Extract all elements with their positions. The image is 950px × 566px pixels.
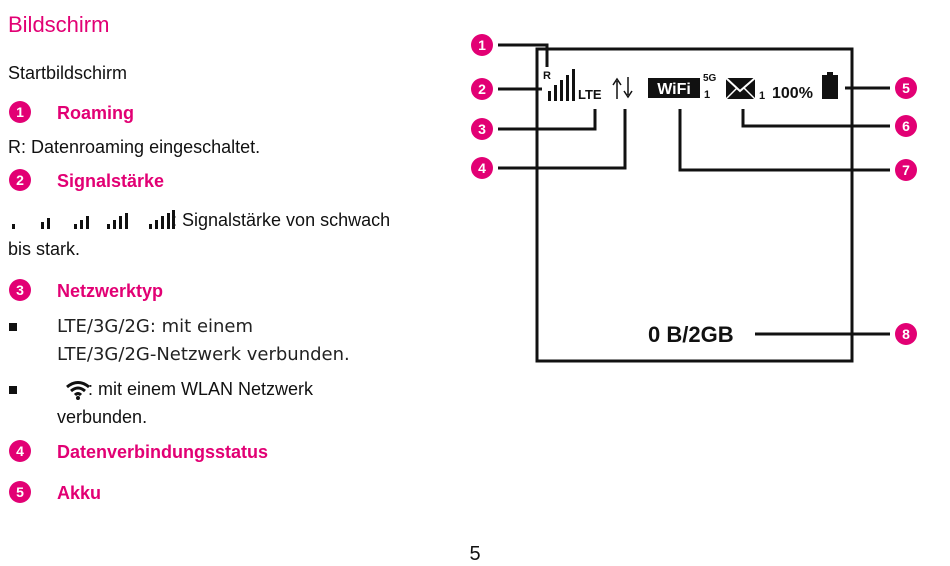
heading-battery: Akku <box>57 483 102 503</box>
data-usage-label: 0 B/2GB <box>648 322 734 347</box>
callout-circle-8 <box>895 323 917 345</box>
item-number-2: 2 <box>9 169 31 191</box>
heading-signal: Signalstärke <box>57 171 165 191</box>
page-title: Bildschirm <box>8 12 110 37</box>
envelope-icon <box>725 77 756 100</box>
network-type-label: LTE <box>578 87 602 102</box>
callout-circle-5 <box>895 77 917 99</box>
screen-diagram: 1 2 3 4 5 6 7 8 R LTE WiFi 5G 1 1 100% 0… <box>471 34 917 363</box>
item-number-3: 3 <box>9 279 31 301</box>
callout-line-4 <box>498 109 627 170</box>
bullet <box>9 323 17 331</box>
callout-line-6 <box>741 109 890 128</box>
signal-levels-icon <box>12 210 175 229</box>
callout-label-5: 5 <box>902 80 910 96</box>
callout-circle-6 <box>895 115 917 137</box>
subtitle: Startbildschirm <box>8 63 128 83</box>
callout-line-3 <box>498 109 597 131</box>
roaming-indicator: R <box>543 70 551 82</box>
callout-circle-1 <box>471 34 493 56</box>
callout-line-1 <box>498 43 549 67</box>
heading-roaming: Roaming <box>57 103 135 123</box>
data-arrows-icon <box>612 77 633 99</box>
callout-label-4: 4 <box>478 160 486 176</box>
network-lte-text-cont: LTE/3G/2G-Netzwerk verbunden. <box>57 344 350 365</box>
wifi-badge-icon <box>648 78 700 98</box>
heading-network: Netzwerktyp <box>57 281 164 301</box>
item-number-4: 4 <box>9 440 31 462</box>
callout-circle-3 <box>471 118 493 140</box>
item-number-1: 1 <box>9 101 31 123</box>
wifi-clients-count: 1 <box>704 89 710 101</box>
wifi-label: WiFi <box>657 81 691 98</box>
page-number: 5 <box>469 543 481 565</box>
callout-label-8: 8 <box>902 326 910 342</box>
battery-icon <box>822 72 838 99</box>
heading-data-status: Datenverbindungsstatus <box>57 442 269 462</box>
screen-frame <box>535 47 854 363</box>
bullet <box>9 386 17 394</box>
callout-label-2: 2 <box>478 81 486 97</box>
network-lte-text: LTE/3G/2G: mit einem <box>57 316 254 337</box>
sms-count: 1 <box>759 90 765 102</box>
callout-circle-7 <box>895 159 917 181</box>
callout-circle-4 <box>471 157 493 179</box>
signal-description: : Signalstärke von schwach <box>172 210 391 230</box>
callout-circle-2 <box>471 78 493 100</box>
callout-label-6: 6 <box>902 118 910 134</box>
callout-label-1: 1 <box>478 37 486 53</box>
signal-description-cont: bis stark. <box>8 239 81 259</box>
battery-percent: 100% <box>772 85 813 102</box>
callout-label-7: 7 <box>902 162 910 178</box>
item-number-5: 5 <box>9 481 31 503</box>
wifi-icon <box>66 381 90 400</box>
wifi-band-label: 5G <box>703 73 717 84</box>
network-wifi-text: : mit einem WLAN Netzwerk <box>88 379 314 399</box>
callout-line-7 <box>678 109 890 172</box>
signal-bars-icon <box>548 69 575 101</box>
callout-label-3: 3 <box>478 121 486 137</box>
roaming-description: R: Datenroaming eingeschaltet. <box>8 137 261 157</box>
network-wifi-text-cont: verbunden. <box>57 407 148 427</box>
